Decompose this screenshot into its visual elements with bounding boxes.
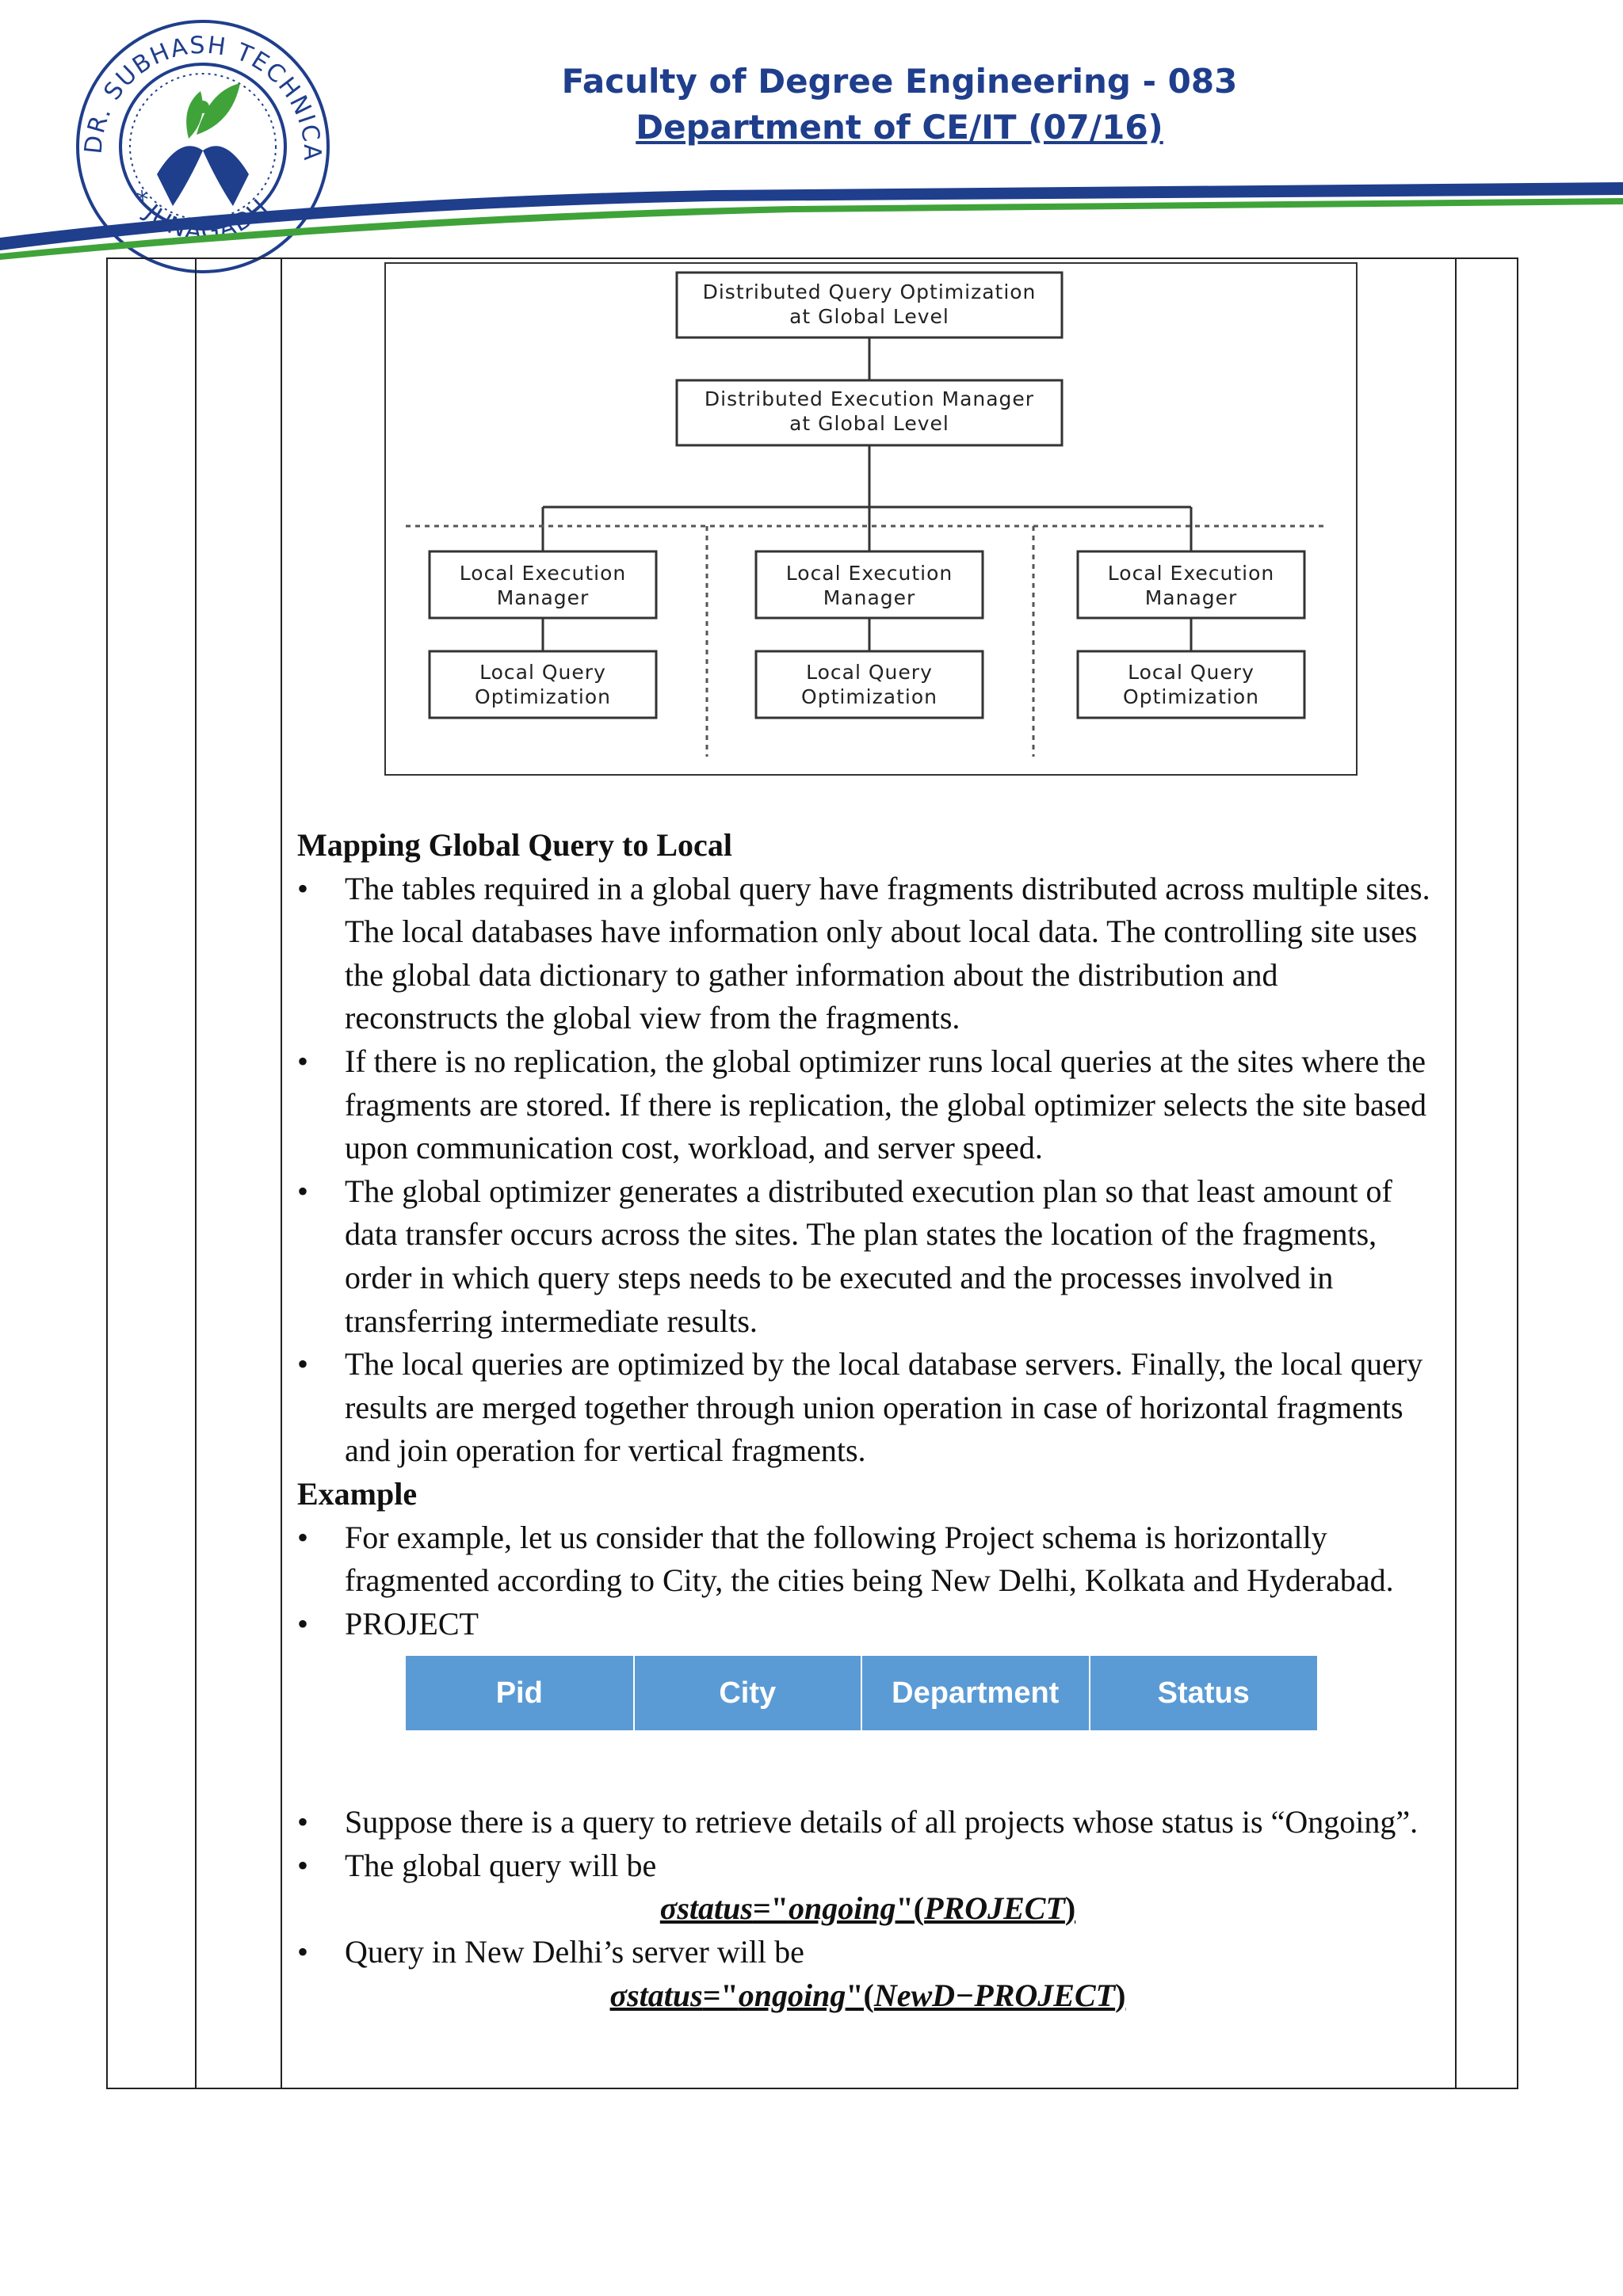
local-execution-box-3: Local Execution Manager	[1076, 550, 1306, 620]
frame-column-divider	[281, 257, 282, 2089]
bullet-item: The global optimizer generates a distrib…	[297, 1170, 1438, 1343]
faculty-title: Faculty of Degree Engineering - 083	[561, 62, 1238, 101]
global-execution-box: Distributed Execution Manager at Global …	[675, 379, 1064, 447]
global-optimization-box: Distributed Query Optimization at Global…	[675, 271, 1064, 339]
query-optimization-diagram: Distributed Query Optimization at Global…	[384, 262, 1358, 776]
global-query-formula: σstatus="ongoing"(PROJECT)	[659, 1890, 1076, 1927]
document-body: Mapping Global Query to Local The tables…	[297, 824, 1438, 2017]
content-frame	[106, 257, 1518, 2089]
svg-text:Distributed Execution Manager: Distributed Execution Manager	[705, 387, 1034, 410]
bullet-item: PROJECT	[297, 1603, 1438, 1646]
local-optimization-box-2: Local Query Optimization	[754, 650, 984, 719]
bullet-item: For example, let us consider that the fo…	[297, 1516, 1438, 1603]
svg-text:Optimization: Optimization	[475, 685, 611, 708]
svg-text:Local Query: Local Query	[806, 661, 933, 684]
project-schema-table: Pid City Department Status	[406, 1656, 1317, 1730]
svg-text:Manager: Manager	[1145, 586, 1238, 609]
table-header-cell: Department	[861, 1656, 1090, 1730]
college-logo: DR. SUBHASH TECHNICAL CAMPUS * JUNAGADH …	[70, 16, 330, 273]
table-header-cell: City	[633, 1656, 862, 1730]
header-swoosh	[0, 182, 1623, 260]
department-title: Department of CE/IT (07/16)	[636, 108, 1163, 147]
table-header-cell: Pid	[406, 1656, 635, 1730]
table-header-cell: Status	[1089, 1656, 1317, 1730]
bullet-item: The local queries are optimized by the l…	[297, 1343, 1438, 1473]
svg-text:Local Execution: Local Execution	[786, 562, 953, 585]
svg-text:Local Query: Local Query	[479, 661, 606, 684]
local-optimization-box-3: Local Query Optimization	[1076, 650, 1306, 719]
local-query-formula: σstatus="ongoing"(NewD−PROJECT)	[609, 1977, 1126, 2013]
frame-column-divider	[195, 257, 197, 2089]
bullet-item: Suppose there is a query to retrieve det…	[297, 1801, 1438, 1844]
bullet-item: If there is no replication, the global o…	[297, 1040, 1438, 1170]
svg-text:Local Execution: Local Execution	[460, 562, 626, 585]
svg-text:Optimization: Optimization	[801, 685, 938, 708]
bullet-item: The tables required in a global query ha…	[297, 868, 1438, 1040]
svg-text:at Global Level: at Global Level	[789, 412, 949, 435]
local-execution-box-2: Local Execution Manager	[754, 550, 984, 620]
section-heading-mapping: Mapping Global Query to Local	[297, 827, 732, 863]
section-heading-example: Example	[297, 1475, 418, 1512]
svg-text:Manager: Manager	[823, 586, 916, 609]
local-execution-box-1: Local Execution Manager	[428, 550, 658, 620]
svg-text:Local Query: Local Query	[1128, 661, 1254, 684]
table-header-row: Pid City Department Status	[406, 1656, 1317, 1730]
svg-text:at Global Level: at Global Level	[789, 305, 949, 328]
svg-text:Distributed Query Optimization: Distributed Query Optimization	[703, 280, 1037, 303]
svg-text:Manager: Manager	[497, 586, 590, 609]
svg-text:Local Execution: Local Execution	[1108, 562, 1274, 585]
bullet-item: The global query will be	[297, 1844, 1438, 1888]
bullet-item: Query in New Delhi’s server will be	[297, 1931, 1438, 1974]
local-optimization-box-1: Local Query Optimization	[428, 650, 658, 719]
svg-text:Optimization: Optimization	[1123, 685, 1259, 708]
frame-column-divider	[1455, 257, 1457, 2089]
